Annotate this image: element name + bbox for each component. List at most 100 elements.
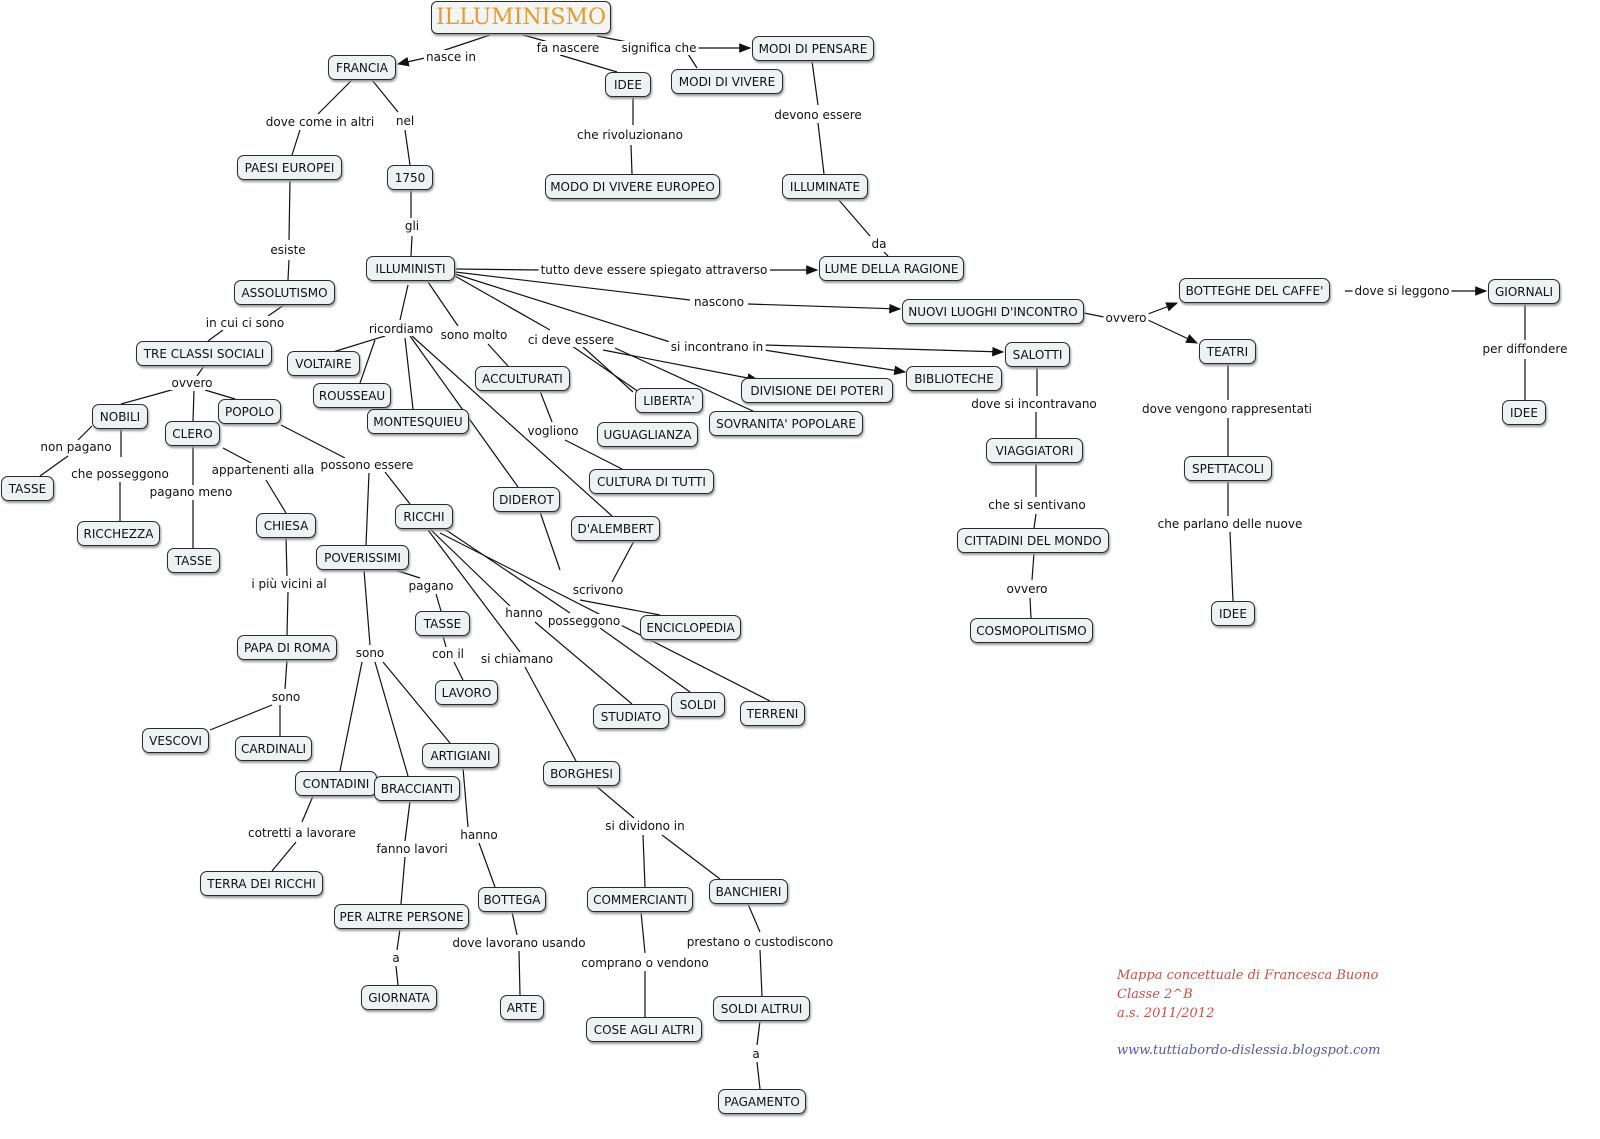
connector-line <box>285 537 288 577</box>
node-spettacoli[interactable]: SPETTACOLI <box>1184 456 1272 481</box>
connector-line <box>410 235 413 257</box>
connector-line <box>524 666 577 762</box>
node-tasse-3[interactable]: TASSE <box>415 611 470 636</box>
node-francia[interactable]: FRANCIA <box>328 55 396 80</box>
node-teatri[interactable]: TEATRI <box>1199 339 1256 364</box>
node-montesquieu[interactable]: MONTESQUIEU <box>367 409 469 434</box>
link-hanno-artigiani: hanno <box>458 828 500 842</box>
node-papa-di-roma[interactable]: PAPA DI ROMA <box>237 635 337 660</box>
connector-line <box>1033 513 1037 529</box>
node-tasse-2[interactable]: TASSE <box>167 548 220 573</box>
node-tasse-1[interactable]: TASSE <box>1 476 54 501</box>
node-modi-di-pensare[interactable]: MODI DI PENSARE <box>752 36 874 61</box>
node-nuovi-luoghi[interactable]: NUOVI LUOGHI D'INCONTRO <box>902 299 1084 324</box>
node-cardinali[interactable]: CARDINALI <box>235 736 312 761</box>
node-chiesa[interactable]: CHIESA <box>256 513 316 538</box>
node-per-altre-persone[interactable]: PER ALTRE PERSONE <box>334 904 469 929</box>
connector-line <box>539 390 553 423</box>
node-viaggiatori[interactable]: VIAGGIATORI <box>986 438 1083 463</box>
connector-line <box>399 284 409 321</box>
node-idee-1[interactable]: IDEE <box>605 72 651 97</box>
connector-line <box>39 455 69 477</box>
node-voltaire[interactable]: VOLTAIRE <box>287 351 360 376</box>
connector-line <box>339 661 363 772</box>
node-biblioteche[interactable]: BIBLIOTECHE <box>906 366 1002 391</box>
node-contadini[interactable]: CONTADINI <box>295 771 377 796</box>
link-a-pagamento: a <box>750 1047 762 1061</box>
node-liberta[interactable]: LIBERTA' <box>635 388 703 413</box>
connector-line <box>286 591 289 636</box>
node-terreni[interactable]: TERRENI <box>740 701 805 726</box>
node-dalembert[interactable]: D'ALEMBERT <box>571 516 660 541</box>
node-poverissimi[interactable]: POVERISSIMI <box>316 545 409 570</box>
node-modo-di-vivere-europeo[interactable]: MODO DI VIVERE EUROPEO <box>545 174 720 199</box>
link-posseggono: posseggono <box>545 614 623 628</box>
node-vescovi[interactable]: VESCOVI <box>142 728 209 753</box>
node-clero[interactable]: CLERO <box>165 421 220 446</box>
node-ricchezza[interactable]: RICCHEZZA <box>77 521 160 546</box>
link-appartenenti-alla: appartenenti alla <box>209 463 317 477</box>
node-studiato[interactable]: STUDIATO <box>593 704 669 729</box>
node-popolo[interactable]: POPOLO <box>218 399 281 424</box>
node-artigiani[interactable]: ARTIGIANI <box>422 743 499 768</box>
node-1750[interactable]: 1750 <box>387 165 433 190</box>
node-giornata[interactable]: GIORNATA <box>361 985 437 1010</box>
node-borghesi[interactable]: BORGHESI <box>543 761 620 786</box>
node-ricchi[interactable]: RICCHI <box>395 504 453 529</box>
connector-line <box>365 472 370 546</box>
node-assolutismo[interactable]: ASSOLUTISMO <box>234 280 335 305</box>
node-lavoro[interactable]: LAVORO <box>435 680 498 705</box>
node-cosmopolitismo[interactable]: COSMOPOLITISMO <box>970 618 1093 643</box>
link-tutto-deve-essere: tutto deve essere spiegato attraverso <box>538 263 770 277</box>
connector-line <box>371 79 399 113</box>
connector-line <box>611 540 635 583</box>
node-acculturati[interactable]: ACCULTURATI <box>475 366 570 391</box>
node-commercianti[interactable]: COMMERCIANTI <box>587 887 693 912</box>
connector-line <box>384 471 411 505</box>
node-soldi[interactable]: SOLDI <box>671 692 725 717</box>
node-diderot[interactable]: DIDEROT <box>493 487 560 512</box>
node-illuminismo[interactable]: ILLUMINISMO <box>431 1 611 34</box>
connector-line <box>382 661 451 744</box>
node-banchieri[interactable]: BANCHIERI <box>709 879 788 904</box>
link-si-dividono-in: si dividono in <box>603 819 687 833</box>
node-salotti[interactable]: SALOTTI <box>1005 342 1070 367</box>
connector-line <box>284 659 288 690</box>
connector-line <box>454 273 671 343</box>
node-cose-agli-altri[interactable]: COSE AGLI ALTRI <box>586 1017 702 1042</box>
node-modi-di-vivere[interactable]: MODI DI VIVERE <box>671 69 783 94</box>
connector-line <box>77 425 93 441</box>
link-dove-si-incontravano: dove si incontravano <box>969 397 1099 411</box>
node-bottega[interactable]: BOTTEGA <box>478 887 546 912</box>
link-con-il: con il <box>429 647 467 661</box>
node-illuministi[interactable]: ILLUMINISTI <box>366 256 455 281</box>
node-arte[interactable]: ARTE <box>500 995 544 1020</box>
link-sono-molto: sono molto <box>438 328 510 342</box>
link-ovvero-cittadini: ovvero <box>1004 582 1050 596</box>
node-nobili[interactable]: NOBILI <box>92 404 148 429</box>
node-uguaglianza[interactable]: UGUAGLIANZA <box>597 422 698 447</box>
credit-url[interactable]: www.tuttiabordo-dislessia.blogspot.com <box>1117 1043 1381 1058</box>
link-ci-deve-essere: ci deve essere <box>525 333 617 347</box>
node-giornali[interactable]: GIORNALI <box>1488 279 1560 304</box>
node-soldi-altrui[interactable]: SOLDI ALTRUI <box>713 996 810 1021</box>
connector-line <box>756 1061 761 1090</box>
connector-line <box>120 388 176 405</box>
node-cultura-di-tutti[interactable]: CULTURA DI TUTTI <box>589 469 714 494</box>
node-illuminate[interactable]: ILLUMINATE <box>782 174 868 199</box>
node-botteghe-del-caffe[interactable]: BOTTEGHE DEL CAFFE' <box>1179 278 1330 303</box>
node-pagamento[interactable]: PAGAMENTO <box>718 1089 806 1114</box>
node-sovranita-popolare[interactable]: SOVRANITA' POPOLARE <box>709 411 863 436</box>
node-idee-2[interactable]: IDEE <box>1502 400 1546 425</box>
node-lume-della-ragione[interactable]: LUME DELLA RAGIONE <box>819 256 964 281</box>
node-rousseau[interactable]: ROUSSEAU <box>313 383 391 408</box>
node-cittadini-del-mondo[interactable]: CITTADINI DEL MONDO <box>957 528 1109 553</box>
node-enciclopedia[interactable]: ENCICLOPEDIA <box>640 615 741 640</box>
node-terra-dei-ricchi[interactable]: TERRA DEI RICCHI <box>200 871 323 896</box>
node-tre-classi-sociali[interactable]: TRE CLASSI SOCIALI <box>136 341 272 366</box>
link-nascono: nascono <box>691 295 747 309</box>
node-braccianti[interactable]: BRACCIANTI <box>374 776 460 801</box>
node-paesi-europei[interactable]: PAESI EUROPEI <box>237 155 342 180</box>
node-idee-3[interactable]: IDEE <box>1211 601 1255 626</box>
node-divisione-dei-poteri[interactable]: DIVISIONE DEI POTERI <box>741 378 893 403</box>
